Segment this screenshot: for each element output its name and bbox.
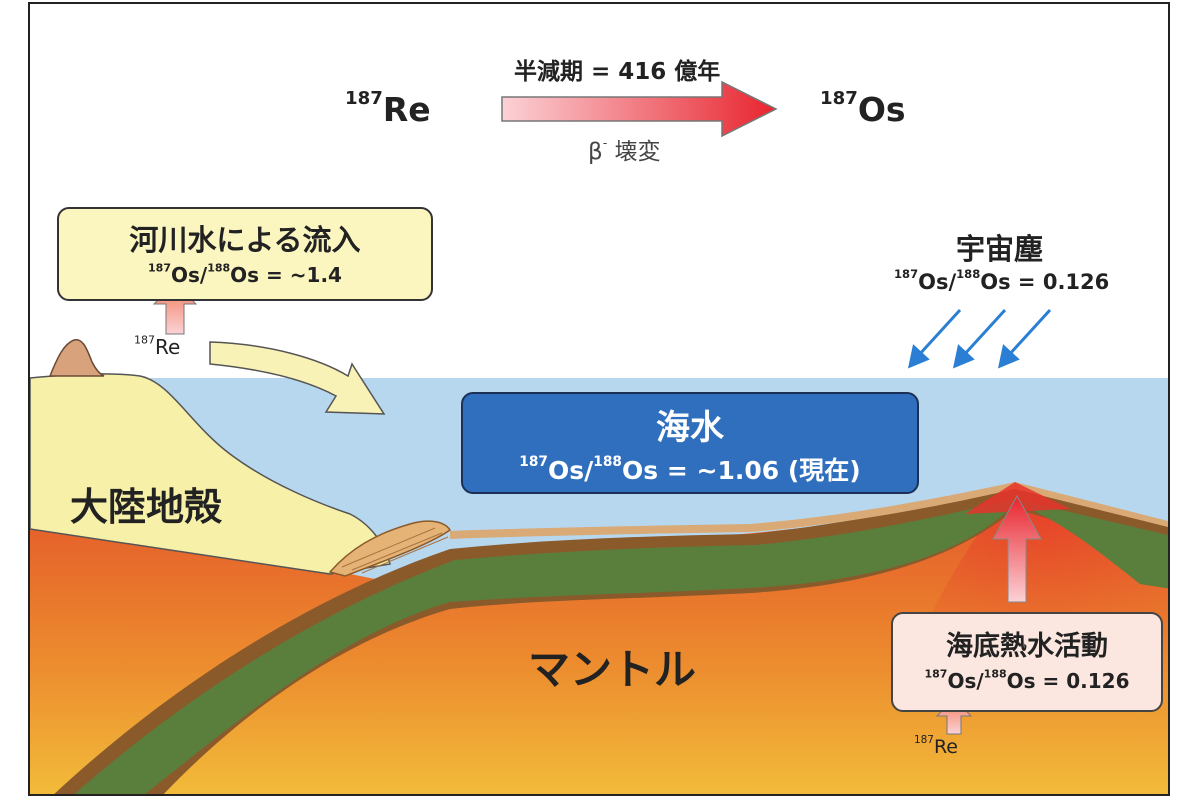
cosmic-dust-title: 宇宙塵 <box>956 232 1044 266</box>
sediment-layer <box>450 482 1168 539</box>
river-inflow-arrow <box>209 341 386 415</box>
river-inflow-title: 河川水による流入 <box>129 223 361 257</box>
river-ratio: 187Os/188Os = ~1.4 <box>148 261 342 287</box>
sediment-wedge <box>328 520 452 577</box>
cosmic-dust-arrows <box>907 308 1052 369</box>
mantle-label: マントル <box>528 645 697 694</box>
continental-crust-label: 大陸地殻 <box>70 485 223 529</box>
diagram-frame: 半減期 = 416 億年 187Re 187Os β- 壊変 河川水による流入 … <box>28 2 1170 796</box>
decay-arrow <box>501 80 778 138</box>
seawater-title: 海水 <box>656 408 724 448</box>
vent-rhenium-label: 187Re <box>914 734 958 758</box>
osmium-187-label: 187Os <box>820 87 906 129</box>
hydrothermal-ratio: 187Os/188Os = 0.126 <box>924 667 1130 693</box>
hydrothermal-arrow <box>992 494 1042 603</box>
hydrothermal-title: 海底熱水活動 <box>946 631 1108 662</box>
river-inflow-box: 河川水による流入 187Os/188Os = ~1.4 <box>57 207 433 301</box>
cosmic-dust-ratio: 187Os/188Os = 0.126 <box>894 267 1110 294</box>
mountain <box>48 338 105 377</box>
beta-decay-label: β- 壊変 <box>588 134 661 165</box>
oceanic-crust <box>74 499 1168 794</box>
rhenium-187-label: 187Re <box>345 87 431 129</box>
seawater-box: 海水 187Os/188Os = ~1.06 (現在) <box>461 392 919 494</box>
continental-crust <box>30 373 391 575</box>
river-rhenium-label: 187Re <box>134 333 181 359</box>
half-life-label: 半減期 = 416 億年 <box>514 59 721 85</box>
seawater-ratio: 187Os/188Os = ~1.06 (現在) <box>519 453 861 485</box>
hydrothermal-box: 海底熱水活動 187Os/188Os = 0.126 <box>891 612 1163 712</box>
